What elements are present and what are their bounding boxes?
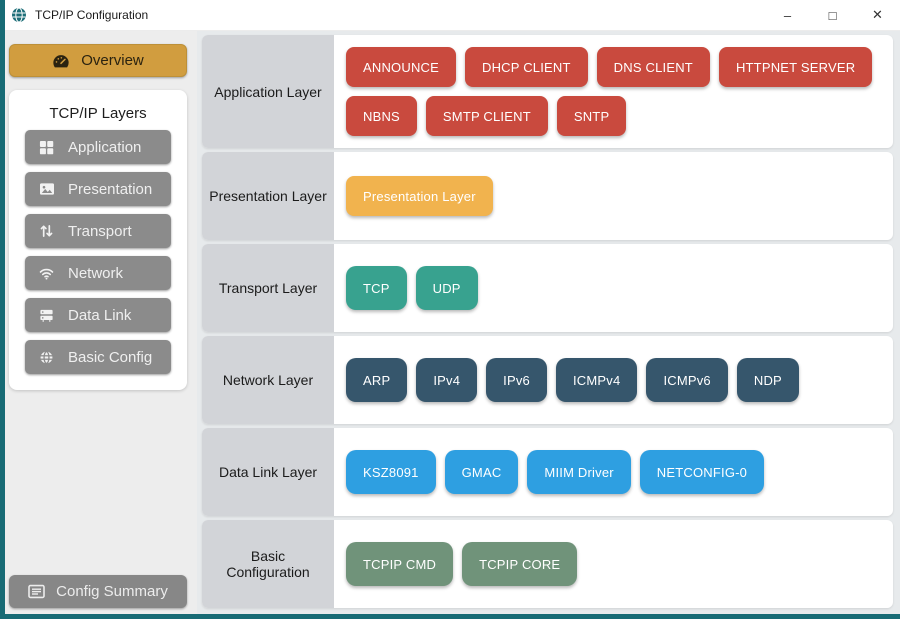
tcpip-layers-panel: TCP/IP Layers Application Presentation	[9, 90, 187, 390]
layer-row-label: Basic Configuration	[202, 520, 334, 608]
sidebar-item-basic-config[interactable]: Basic Config	[25, 340, 171, 374]
sidebar-item-label: Network	[68, 264, 124, 282]
module-udp-button[interactable]: UDP	[415, 266, 478, 310]
layer-row-transport: Transport Layer TCP UDP	[202, 244, 893, 332]
config-summary-label: Config Summary	[56, 583, 168, 600]
maximize-button[interactable]: □	[828, 7, 837, 23]
layer-row-label: Presentation Layer	[202, 152, 334, 240]
layer-row-network: Network Layer ARP IPv4 IPv6 ICMPv4 ICMPv…	[202, 336, 893, 424]
sidebar-item-network[interactable]: Network	[25, 256, 171, 290]
window-controls: – □ ✕	[765, 0, 900, 30]
wifi-icon	[38, 266, 55, 281]
module-miim-driver-button[interactable]: MIIM Driver	[527, 450, 631, 494]
layer-row-label: Transport Layer	[202, 244, 334, 332]
layer-row-content: ARP IPv4 IPv6 ICMPv4 ICMPv6 NDP	[334, 336, 893, 424]
sidebar-item-label: Transport	[68, 222, 132, 240]
config-summary-button[interactable]: Config Summary	[9, 575, 187, 608]
sidebar: Overview TCP/IP Layers Application Prese…	[5, 30, 197, 614]
arrows-vertical-icon	[38, 223, 55, 239]
layer-row-content: ANNOUNCE DHCP CLIENT DNS CLIENT HTTPNET …	[334, 35, 893, 148]
minimize-button[interactable]: –	[783, 7, 792, 23]
window-bottom-accent-bar	[0, 614, 900, 619]
module-tcpip-cmd-button[interactable]: TCPIP CMD	[346, 542, 454, 586]
sidebar-item-application[interactable]: Application	[25, 130, 171, 164]
sidebar-item-presentation[interactable]: Presentation	[25, 172, 171, 206]
overview-button-label: Overview	[81, 52, 144, 69]
globe-icon	[38, 350, 55, 365]
module-tcp-button[interactable]: TCP	[346, 266, 407, 310]
window-title: TCP/IP Configuration	[35, 8, 149, 22]
layer-row-datalink: Data Link Layer KSZ8091 GMAC MIIM Driver…	[202, 428, 893, 516]
layer-row-application: Application Layer ANNOUNCE DHCP CLIENT D…	[202, 35, 893, 148]
titlebar: TCP/IP Configuration – □ ✕	[0, 0, 900, 31]
module-tcpip-core-button[interactable]: TCPIP CORE	[462, 542, 578, 586]
module-httpnet-server-button[interactable]: HTTPNET SERVER	[718, 47, 873, 87]
module-ipv6-button[interactable]: IPv6	[486, 358, 547, 402]
module-ksz8091-button[interactable]: KSZ8091	[346, 450, 436, 494]
server-icon	[38, 308, 55, 323]
close-button[interactable]: ✕	[872, 7, 883, 22]
layers-main-area: Application Layer ANNOUNCE DHCP CLIENT D…	[197, 30, 900, 614]
sidebar-item-transport[interactable]: Transport	[25, 214, 171, 248]
module-sntp-button[interactable]: SNTP	[556, 96, 627, 136]
module-ipv4-button[interactable]: IPv4	[416, 358, 478, 402]
module-icmpv4-button[interactable]: ICMPv4	[556, 358, 638, 402]
layer-row-basic-configuration: Basic Configuration TCPIP CMD TCPIP CORE	[202, 520, 893, 608]
module-announce-button[interactable]: ANNOUNCE	[346, 47, 456, 87]
module-dns-client-button[interactable]: DNS CLIENT	[596, 47, 710, 87]
layer-row-content: KSZ8091 GMAC MIIM Driver NETCONFIG-0	[334, 428, 893, 516]
list-icon	[28, 584, 45, 599]
gauge-icon	[52, 52, 70, 70]
app-icon	[11, 7, 27, 23]
module-gmac-button[interactable]: GMAC	[444, 450, 519, 494]
layer-row-label: Data Link Layer	[202, 428, 334, 516]
sidebar-item-label: Data Link	[68, 306, 132, 324]
sidebar-item-label: Presentation	[68, 180, 153, 198]
overview-button[interactable]: Overview	[9, 44, 187, 77]
image-icon	[38, 181, 55, 197]
module-dhcp-client-button[interactable]: DHCP CLIENT	[465, 47, 588, 87]
layer-row-content: TCPIP CMD TCPIP CORE	[334, 520, 893, 608]
module-smtp-client-button[interactable]: SMTP CLIENT	[425, 96, 548, 136]
layers-panel-title: TCP/IP Layers	[49, 105, 147, 122]
module-icmpv6-button[interactable]: ICMPv6	[646, 358, 728, 402]
layer-row-content: Presentation Layer	[334, 152, 893, 240]
sidebar-item-datalink[interactable]: Data Link	[25, 298, 171, 332]
module-netconfig-0-button[interactable]: NETCONFIG-0	[639, 450, 765, 494]
module-ndp-button[interactable]: NDP	[736, 358, 799, 402]
sidebar-item-label: Basic Config	[68, 348, 153, 366]
window-left-accent-bar	[0, 0, 5, 619]
grid-icon	[38, 140, 55, 155]
module-nbns-button[interactable]: NBNS	[346, 96, 417, 136]
module-arp-button[interactable]: ARP	[346, 358, 408, 402]
layer-row-label: Network Layer	[202, 336, 334, 424]
layer-row-label: Application Layer	[202, 35, 334, 148]
layer-row-presentation: Presentation Layer Presentation Layer	[202, 152, 893, 240]
module-presentation-layer-button[interactable]: Presentation Layer	[346, 176, 493, 216]
sidebar-item-label: Application	[68, 138, 142, 156]
layer-row-content: TCP UDP	[334, 244, 893, 332]
